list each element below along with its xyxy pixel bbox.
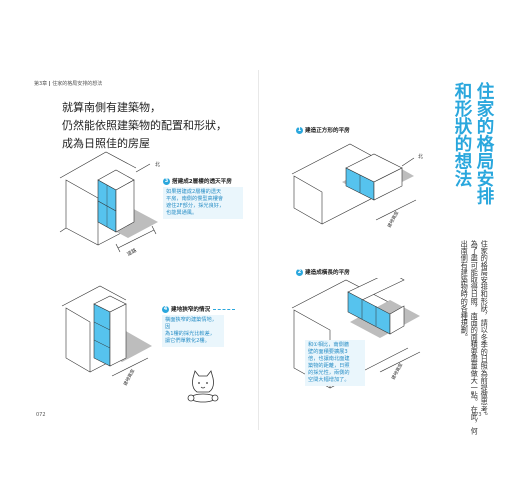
- caption-line: 和①相比，南側牆: [308, 342, 349, 348]
- caption-line: 遮住2F部分，採光良好，: [166, 203, 225, 209]
- caption-line: 平房，南側的慢型高樓會: [166, 196, 224, 202]
- block-side: [389, 305, 405, 335]
- figure-1-diagram: 北 建地寬度: [291, 143, 423, 229]
- chapter-title-line-1: 住家的格局安排: [474, 82, 494, 205]
- page-number-right: 073: [472, 412, 482, 418]
- block-side: [115, 179, 135, 233]
- north-label: 北: [155, 161, 160, 168]
- figure-number-badge: 3: [163, 177, 170, 185]
- dashed-line: [213, 308, 236, 310]
- figure-number-badge: 1: [296, 126, 303, 134]
- headline-line: 仍然能依照建築物的配置和形狀，: [62, 119, 227, 132]
- caption-line: 讓它們單數化2樓。: [165, 338, 210, 344]
- site-boundary: [61, 285, 127, 307]
- block-side: [109, 303, 127, 367]
- body-text-column: 為了盡可能取得日照，南面的面積要盡量做大一點。在此，何: [470, 240, 480, 435]
- caption-line: 倍，也讓南北面建: [308, 356, 350, 362]
- south-building: [65, 179, 99, 246]
- south-building: [293, 175, 323, 225]
- road-label: 道路: [126, 247, 138, 258]
- site-boundary: [291, 279, 401, 309]
- caption-line: 如果搭建成2層樓的透天: [166, 189, 222, 195]
- land-width-label: 建地寬度: [386, 209, 401, 229]
- cat-illustration-icon: [187, 370, 219, 403]
- figure-number-badge: 4: [162, 305, 169, 313]
- running-header: 第3章住家的格局安排的想法: [34, 80, 102, 87]
- figure-4-diagram: 建地寬度: [61, 285, 152, 387]
- chapter-label: 第3章: [34, 81, 48, 87]
- figure-3-diagram: 北 道路: [59, 151, 160, 258]
- figure-title-text: 建造正方形的平房: [305, 128, 350, 134]
- block-side: [373, 167, 403, 201]
- figure-4-caption: 橫面狹窄的建築情地，因 為1樓的採光比較差， 讓它們單數化2樓。: [162, 315, 224, 347]
- page-gutter: [258, 70, 259, 430]
- figure-2-caption: 和①相比，南側牆 壁的面積要擴展3 倍，也讓南北面建 築物的距離，日照 的採光性…: [305, 340, 365, 386]
- figure-3-caption: 如果搭建成2層樓的透天 平房，南側的慢型高樓會 遮住2F部分，採光良好， 也能興…: [163, 187, 243, 219]
- body-text-column: 出南側有建築物時的各種規劃。: [460, 240, 470, 341]
- figure-2-diagram: 建地寬度: [291, 278, 421, 389]
- section-label: 住家的格局安排的想法: [52, 81, 103, 87]
- figure-title-text: 搭建成2層樓的透天平房: [172, 179, 232, 185]
- north-label: 北: [418, 153, 423, 160]
- site-boundary: [59, 151, 137, 179]
- caption-line: 橫面狹窄的建築情地，因: [165, 317, 217, 330]
- land-width-label: 建地寬度: [390, 361, 405, 381]
- headline-line: 就算南側有建築物，: [62, 101, 161, 114]
- page-headline: 就算南側有建築物， 仍然能依照建築物的配置和形狀， 成為日照佳的房屋: [62, 99, 227, 153]
- figure-title-text: 建地狹窄的情況: [171, 307, 211, 313]
- headline-line: 成為日照佳的房屋: [62, 137, 150, 150]
- chapter-title-line-2: 和形狀的想法: [452, 82, 472, 187]
- caption-line: 的採光性，兩側的: [308, 370, 350, 376]
- caption-line: 築物的距離，日照: [308, 363, 350, 369]
- caption-line: 壁的面積要擴展3: [308, 349, 348, 355]
- south-building: [65, 307, 91, 373]
- caption-line: 也能興通風。: [166, 210, 198, 216]
- caption-line: 為1樓的採光比較差，: [165, 331, 215, 337]
- header-separator: [49, 81, 51, 86]
- body-text-column: 住家的格局安排和形狀，請以冬季的日照為前提做思考。: [480, 240, 490, 420]
- caption-line: 空間大幅增加了。: [308, 377, 350, 383]
- figure-number-badge: 2: [296, 268, 303, 276]
- figure-title-text: 建造成橫長的平房: [305, 270, 350, 276]
- block-front: [93, 303, 111, 367]
- page-number-left: 072: [36, 412, 46, 418]
